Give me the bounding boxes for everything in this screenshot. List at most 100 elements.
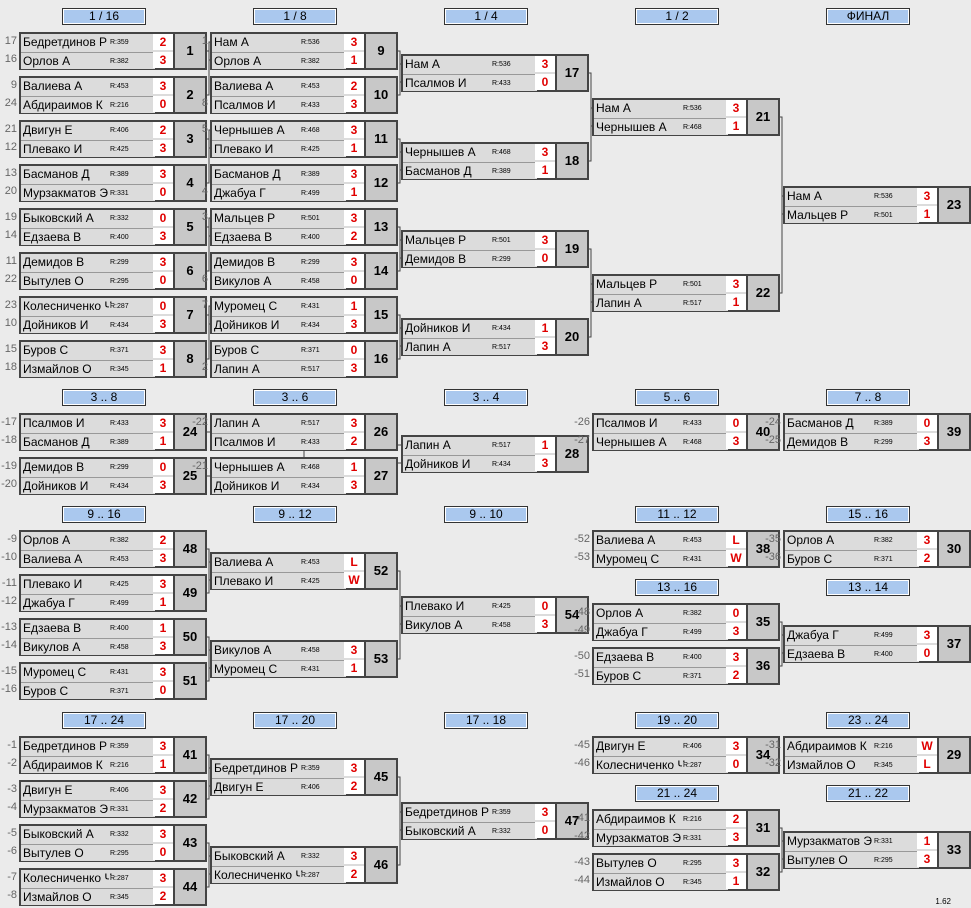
player-row[interactable]: Муромец СR:431 (21, 664, 155, 680)
player-row[interactable]: Двигун ЕR:406 (21, 122, 155, 138)
player-row[interactable]: Орлов АR:382 (594, 605, 728, 621)
player-row[interactable]: Бедретдинов РR:359 (403, 804, 537, 820)
player-row[interactable]: Измайлов ОR:345 (594, 873, 728, 890)
player-row[interactable]: Демидов ВR:299 (785, 433, 919, 450)
player-row[interactable]: Басманов ДR:389 (403, 162, 537, 179)
player-row[interactable]: Мурзакматов ЭR:331 (21, 184, 155, 201)
player-row[interactable]: Измайлов ОR:345 (785, 756, 919, 773)
player-row[interactable]: Лапин АR:517 (403, 338, 537, 355)
player-row[interactable]: Валиева АR:453 (212, 78, 346, 94)
player-row[interactable]: Демидов ВR:299 (212, 254, 346, 270)
player-row[interactable]: Мальцев РR:501 (212, 210, 346, 226)
player-row[interactable]: Едзаева ВR:400 (785, 645, 919, 662)
player-row[interactable]: Демидов ВR:299 (21, 459, 155, 475)
player-row[interactable]: Абдираимов КR:216 (21, 96, 155, 113)
player-row[interactable]: Дойников ИR:434 (403, 455, 537, 472)
player-row[interactable]: Едзаева ВR:400 (594, 649, 728, 665)
player-row[interactable]: Абдираимов КR:216 (21, 756, 155, 773)
player-row[interactable]: Плевако ИR:425 (21, 140, 155, 157)
player-row[interactable]: Валиева АR:453 (21, 78, 155, 94)
player-row[interactable]: Колесниченко ЧR:287 (594, 756, 728, 773)
player-row[interactable]: Муромец СR:431 (212, 298, 346, 314)
player-row[interactable]: Дойников ИR:434 (21, 477, 155, 494)
player-row[interactable]: Вытулев ОR:295 (21, 844, 155, 861)
player-row[interactable]: Мурзакматов ЭR:331 (785, 833, 919, 849)
player-row[interactable]: Быковский АR:332 (21, 826, 155, 842)
player-row[interactable]: Лапин АR:517 (594, 294, 728, 311)
player-row[interactable]: Едзаева ВR:400 (21, 620, 155, 636)
player-row[interactable]: Чернышев АR:468 (594, 118, 728, 135)
player-row[interactable]: Муромец СR:431 (212, 660, 346, 677)
player-row[interactable]: Плевако ИR:425 (212, 140, 346, 157)
player-row[interactable]: Лапин АR:517 (212, 360, 346, 377)
player-row[interactable]: Бедретдинов РR:359 (212, 760, 346, 776)
player-row[interactable]: Викулов АR:458 (403, 616, 537, 633)
player-row[interactable]: Едзаева ВR:400 (212, 228, 346, 245)
player-row[interactable]: Плевако ИR:425 (212, 572, 346, 589)
player-row[interactable]: Буров СR:371 (21, 342, 155, 358)
player-row[interactable]: Вытулев ОR:295 (785, 851, 919, 868)
player-row[interactable]: Лапин АR:517 (212, 415, 346, 431)
player-row[interactable]: Чернышев АR:468 (212, 122, 346, 138)
player-row[interactable]: Басманов ДR:389 (212, 166, 346, 182)
player-row[interactable]: Колесниченко ЧR:287 (21, 870, 155, 886)
player-row[interactable]: Джабуа ГR:499 (212, 184, 346, 201)
player-row[interactable]: Демидов ВR:299 (403, 250, 537, 267)
player-row[interactable]: Джабуа ГR:499 (785, 627, 919, 643)
player-row[interactable]: Псалмов ИR:433 (21, 415, 155, 431)
player-row[interactable]: Нам АR:536 (785, 188, 919, 204)
player-row[interactable]: Буров СR:371 (594, 667, 728, 684)
player-row[interactable]: Джабуа ГR:499 (21, 594, 155, 611)
player-row[interactable]: Измайлов ОR:345 (21, 888, 155, 905)
player-row[interactable]: Валиева АR:453 (594, 532, 728, 548)
player-row[interactable]: Викулов АR:458 (212, 272, 346, 289)
player-row[interactable]: Дойников ИR:434 (21, 316, 155, 333)
player-row[interactable]: Буров СR:371 (212, 342, 346, 358)
player-row[interactable]: Абдираимов КR:216 (594, 811, 728, 827)
player-row[interactable]: Быковский АR:332 (21, 210, 155, 226)
player-row[interactable]: Мурзакматов ЭR:331 (21, 800, 155, 817)
player-row[interactable]: Плевако ИR:425 (21, 576, 155, 592)
player-row[interactable]: Нам АR:536 (212, 34, 346, 50)
player-row[interactable]: Двигун ЕR:406 (594, 738, 728, 754)
player-row[interactable]: Мальцев РR:501 (403, 232, 537, 248)
player-row[interactable]: Буров СR:371 (785, 550, 919, 567)
player-row[interactable]: Дойников ИR:434 (212, 477, 346, 494)
player-row[interactable]: Быковский АR:332 (403, 822, 537, 839)
player-row[interactable]: Двигун ЕR:406 (21, 782, 155, 798)
player-row[interactable]: Псалмов ИR:433 (403, 74, 537, 91)
player-row[interactable]: Едзаева ВR:400 (21, 228, 155, 245)
player-row[interactable]: Абдираимов КR:216 (785, 738, 919, 754)
player-row[interactable]: Орлов АR:382 (21, 52, 155, 69)
player-row[interactable]: Басманов ДR:389 (21, 433, 155, 450)
player-row[interactable]: Мальцев РR:501 (594, 276, 728, 292)
player-row[interactable]: Мурзакматов ЭR:331 (594, 829, 728, 846)
player-row[interactable]: Орлов АR:382 (21, 532, 155, 548)
player-row[interactable]: Дойников ИR:434 (403, 320, 537, 336)
player-row[interactable]: Викулов АR:458 (212, 642, 346, 658)
player-row[interactable]: Быковский АR:332 (212, 848, 346, 864)
player-row[interactable]: Плевако ИR:425 (403, 598, 537, 614)
player-row[interactable]: Чернышев АR:468 (403, 144, 537, 160)
player-row[interactable]: Басманов ДR:389 (785, 415, 919, 431)
player-row[interactable]: Викулов АR:458 (21, 638, 155, 655)
player-row[interactable]: Бедретдинов РR:359 (21, 34, 155, 50)
player-row[interactable]: Дойников ИR:434 (212, 316, 346, 333)
player-row[interactable]: Валиева АR:453 (21, 550, 155, 567)
player-row[interactable]: Буров СR:371 (21, 682, 155, 699)
player-row[interactable]: Псалмов ИR:433 (212, 96, 346, 113)
player-row[interactable]: Колесниченко ЧR:287 (21, 298, 155, 314)
player-row[interactable]: Псалмов ИR:433 (212, 433, 346, 450)
player-row[interactable]: Двигун ЕR:406 (212, 778, 346, 795)
player-row[interactable]: Демидов ВR:299 (21, 254, 155, 270)
player-row[interactable]: Колесниченко ЧR:287 (212, 866, 346, 883)
player-row[interactable]: Вытулев ОR:295 (594, 855, 728, 871)
player-row[interactable]: Орлов АR:382 (785, 532, 919, 548)
player-row[interactable]: Бедретдинов РR:359 (21, 738, 155, 754)
player-row[interactable]: Псалмов ИR:433 (594, 415, 728, 431)
player-row[interactable]: Чернышев АR:468 (212, 459, 346, 475)
player-row[interactable]: Нам АR:536 (403, 56, 537, 72)
player-row[interactable]: Чернышев АR:468 (594, 433, 728, 450)
player-row[interactable]: Валиева АR:453 (212, 554, 346, 570)
player-row[interactable]: Мальцев РR:501 (785, 206, 919, 223)
